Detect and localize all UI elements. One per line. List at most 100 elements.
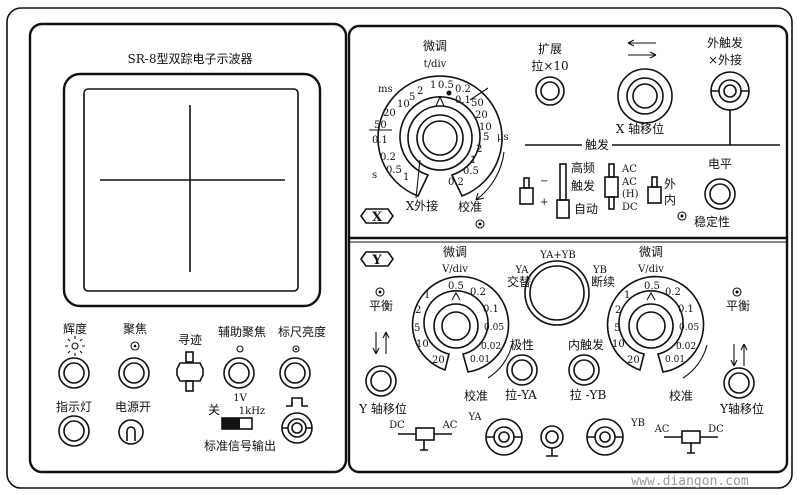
screen-bezel [62, 72, 322, 308]
v-tick: 0.01 [470, 355, 490, 365]
device-title: SR-8型双踪电子示波器 [128, 52, 253, 66]
cal-output-label: 标准信号输出 [204, 438, 276, 453]
us-unit: μs [497, 132, 509, 143]
yb-tick-labels: 1 0.5 0.2 0.1 0.05 0.02 0.01 20 10 5 2 [612, 281, 699, 366]
ya-volts-dial[interactable] [411, 275, 510, 373]
trigger-polarity-switch[interactable] [519, 177, 534, 205]
t-tick: 0.5 [463, 166, 479, 177]
scale-brightness-knob[interactable] [279, 357, 311, 389]
mode-sum-label: YA+YB [539, 250, 575, 261]
x-position-label: X 轴移位 [616, 121, 664, 136]
ground-terminal[interactable] [540, 425, 564, 457]
coupling-switch[interactable] [604, 163, 619, 210]
ext-trigger-connector[interactable] [710, 71, 750, 111]
x-calibrate-screw[interactable] [475, 219, 485, 229]
ach-label: AC [621, 177, 637, 188]
yb-volts-dial[interactable] [606, 275, 705, 373]
trace-find-button[interactable] [176, 351, 204, 392]
ms-unit: ms [378, 84, 393, 95]
trace-find-label: 寻迹 [178, 333, 202, 347]
timebase-dial[interactable] [369, 75, 503, 198]
t-tick: 20 [383, 108, 396, 119]
aux-focus-knob[interactable] [223, 357, 255, 389]
h-label: (H) [622, 189, 639, 200]
int-trigger-knob[interactable] [568, 354, 600, 386]
yb-balance-screw[interactable] [732, 287, 742, 297]
watermark: www.diangon.com [631, 474, 749, 489]
yb-balance-label: 平衡 [726, 299, 750, 313]
yb-coupling-switch[interactable] [664, 430, 718, 454]
y-badge: Y [360, 251, 394, 268]
t-tick: 0.2 [448, 177, 464, 188]
t-tick: 0.1 [455, 95, 471, 106]
polarity-knob[interactable] [506, 354, 538, 386]
ya-calibrate-label: 校准 [464, 388, 488, 403]
display-mode-knob[interactable] [524, 260, 590, 326]
timebase-dot [446, 90, 452, 96]
yb-fine-label: 微调 [639, 245, 663, 259]
polarity-label: 极性 [510, 338, 534, 352]
y-badge-text: Y [371, 253, 382, 268]
scale-brightness-label: 标尺亮度 [278, 324, 326, 339]
cal-voltage-label: 1V [233, 393, 247, 404]
right-panel [347, 24, 789, 474]
yb-unit-label: V/div [637, 264, 664, 275]
scale-brightness-dot [292, 345, 300, 353]
t-tick: 0.5 [386, 165, 402, 176]
v-tick: 20 [627, 355, 640, 366]
s-unit: s [372, 170, 377, 181]
stability-label: 稳定性 [694, 214, 730, 229]
cal-output-connector[interactable] [281, 412, 313, 444]
yb-dc-label: DC [708, 424, 724, 435]
yb-position-knob[interactable] [723, 367, 755, 399]
cal-output-switch[interactable] [221, 417, 253, 430]
ya-ac-label: AC [442, 420, 458, 431]
x-badge: X [360, 208, 394, 225]
internal-label: 内 [664, 193, 676, 207]
mode-alternate-label: 交替 [507, 274, 531, 289]
trigger-heading: 触发 [585, 137, 609, 152]
trigger-source-switch[interactable] [647, 176, 662, 204]
ext-trigger-label: 外触发 [707, 35, 743, 50]
ya-balance-screw[interactable] [375, 287, 385, 297]
x-badge-text: X [372, 210, 383, 225]
indicator-lamp [58, 415, 90, 447]
t-tick: 10 [397, 99, 410, 110]
focus-knob[interactable] [118, 357, 150, 389]
ya-tick-labels: 1 0.5 0.2 0.1 0.05 0.02 0.01 20 10 5 2 [414, 281, 504, 366]
x-unit-label: t/div [424, 59, 447, 70]
x-ext-input-label: ×外接 [708, 52, 742, 67]
mode-chop-label: 断续 [591, 274, 615, 289]
yb-position-label: Y轴移位 [719, 401, 764, 416]
ya-coupling-switch[interactable] [398, 427, 452, 451]
left-right-arrows-icon [627, 39, 657, 59]
v-tick: 0.1 [678, 304, 694, 315]
brightness-label: 辉度 [63, 321, 87, 336]
yb-input-connector[interactable] [586, 418, 624, 456]
v-tick: 0.02 [481, 342, 501, 352]
v-tick: 2 [615, 305, 621, 316]
x-position-knob[interactable] [617, 68, 673, 124]
brightness-knob[interactable] [58, 357, 90, 389]
calibrate-arrowhead [475, 192, 485, 201]
t-tick: 50 [374, 120, 387, 131]
mode-yb-label: YB [592, 265, 607, 276]
expand-knob[interactable] [535, 76, 565, 106]
yb-calibrate-label: 校准 [669, 388, 693, 403]
stability-screw[interactable] [677, 211, 687, 221]
v-tick: 20 [432, 355, 445, 366]
v-tick: 0.1 [483, 304, 499, 315]
t-tick: 1 [403, 172, 409, 183]
aux-focus-dot [236, 345, 244, 353]
expand-label: 扩展 [538, 42, 562, 56]
t-tick: 20 [475, 110, 488, 121]
focus-indicator-icon [130, 341, 140, 351]
level-knob[interactable] [704, 178, 736, 210]
t-tick: 2 [476, 144, 482, 155]
ya-position-knob[interactable] [365, 365, 397, 397]
t-tick: 2 [417, 86, 423, 97]
power-switch[interactable] [118, 419, 144, 445]
trigger-mode-switch[interactable] [556, 163, 570, 219]
ya-input-label: YA [467, 412, 482, 423]
ya-input-connector[interactable] [485, 418, 523, 456]
